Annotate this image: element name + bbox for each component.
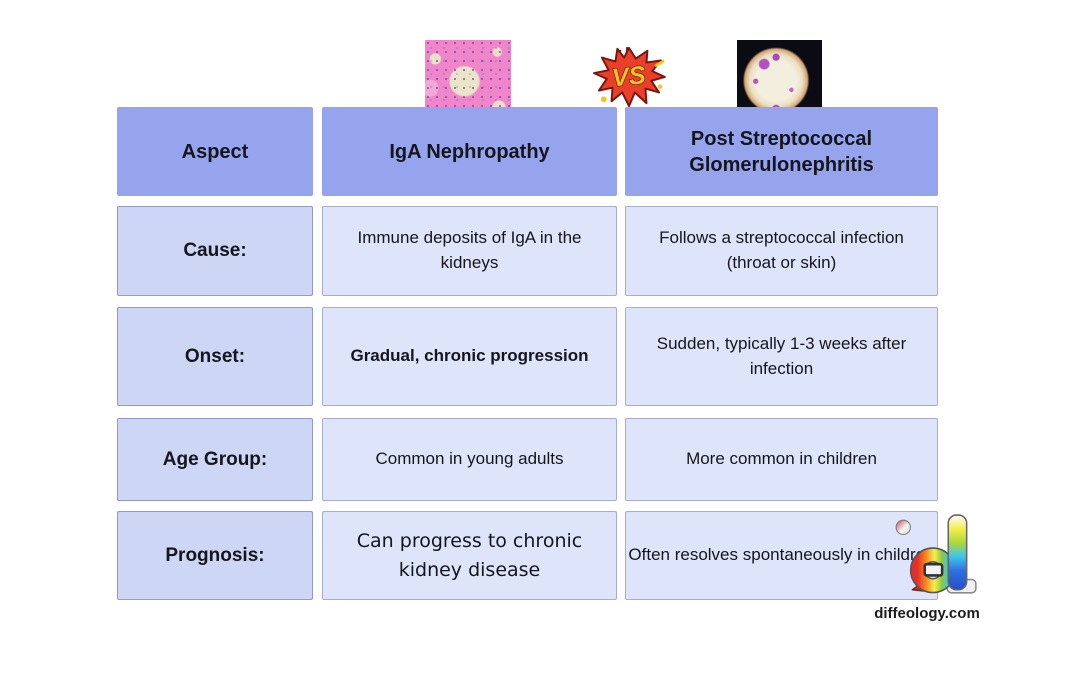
psgn-age-text: More common in children [686,449,877,469]
iga-age-text: Common in young adults [375,449,564,469]
header-cell-aspect: Aspect [117,107,313,196]
psgn-cause-text: Follows a streptococcal infection (throa… [659,228,904,272]
iga-cell-cause: Immune deposits of IgA in the kidneys [322,206,617,296]
svg-text:VS: VS [611,61,648,92]
aspect-cell-onset: Onset: [117,307,313,406]
iga-cell-onset: Gradual, chronic progression [322,307,617,406]
aspect-cell-age-group: Age Group: [117,418,313,501]
psgn-cell-onset: Sudden, typically 1-3 weeks after infect… [625,307,938,406]
iga-cell-prognosis: Can progress to chronic kidney disease [322,511,617,600]
iga-onset-text: Gradual, chronic progression [350,346,589,366]
aspect-cell-prognosis: Prognosis: [117,511,313,600]
header-aspect-label: Aspect [181,140,249,163]
header-iga-label: IgA Nephropathy [389,140,550,163]
header-cell-psgn: Post Streptococcal Glomerulonephritis [625,107,938,196]
watermark-text: diffeology.com [874,605,980,622]
psgn-onset-text: Sudden, typically 1-3 weeks after infect… [656,333,907,378]
header-psgn-label: Post Streptococcal Glomerulonephritis [689,127,874,176]
iga-cell-age-group: Common in young adults [322,418,617,501]
header-cell-iga: IgA Nephropathy [322,107,617,196]
iga-cause-text: Immune deposits of IgA in the kidneys [357,228,582,272]
aspect-label: Onset: [184,345,246,367]
psgn-cell-age-group: More common in children [625,418,938,501]
aspect-cell-cause: Cause: [117,206,313,296]
vs-burst-icon: VS [593,46,666,108]
psgn-prognosis-text: Often resolves spontaneously in children [628,545,935,565]
psgn-cell-cause: Follows a streptococcal infection (throa… [625,206,938,296]
aspect-label: Prognosis: [165,544,265,566]
iga-prognosis-text: Can progress to chronic kidney disease [356,530,583,581]
aspect-label: Age Group: [162,448,268,470]
diffeology-logo-icon [895,514,977,594]
aspect-label: Cause: [183,240,247,261]
